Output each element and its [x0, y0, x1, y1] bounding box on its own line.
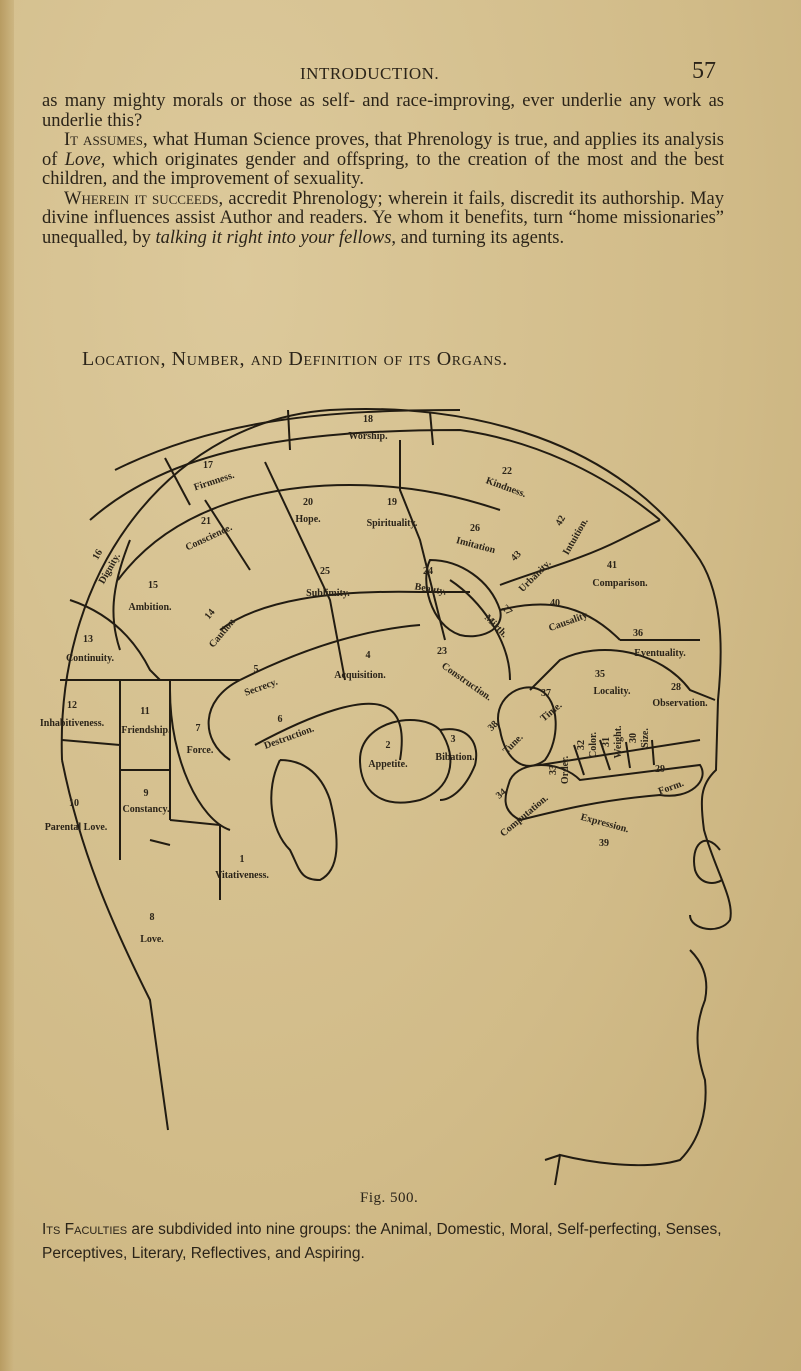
organ-name: Order.: [560, 755, 571, 784]
section-heading: Location, Number, and Definition of its …: [82, 348, 508, 370]
organ-number: 40: [550, 598, 560, 609]
organ-name: Eventuality.: [634, 648, 686, 659]
organ-number: 21: [201, 516, 211, 527]
organ-number: 4: [366, 650, 371, 661]
organ-number: 8: [150, 912, 155, 923]
organ-number: 9: [144, 788, 149, 799]
organ-name: Worship.: [348, 431, 388, 442]
organ-number: 37: [541, 688, 551, 699]
page-number: 57: [692, 58, 716, 84]
organ-name: Weight.: [613, 725, 624, 759]
organ-number: 28: [671, 682, 681, 693]
organ-number: 25: [320, 566, 330, 577]
organ-number: 42: [554, 514, 569, 528]
organ-name: Spirituality.: [367, 518, 418, 529]
organ-number: 39: [599, 838, 609, 849]
caption-paragraph: Its Faculties are subdivided into nine g…: [42, 1218, 724, 1266]
organ-number: 35: [595, 669, 605, 680]
organ-number: 16: [91, 548, 106, 562]
region-borders: [60, 409, 716, 900]
organ-name: Vitativeness.: [215, 870, 269, 881]
organ-name: Friendship.: [121, 725, 171, 736]
organ-name: Bibation.: [435, 752, 475, 763]
text: , and turning its agents.: [391, 227, 565, 248]
organ-name: Hope.: [295, 514, 321, 525]
organ-number: 30: [628, 733, 639, 743]
organ-name: Expression.: [579, 812, 630, 836]
organ-number: 36: [633, 628, 643, 639]
organ-number: 23: [437, 646, 447, 657]
organ-name: Sublimity.: [306, 588, 350, 599]
organ-number: 33: [548, 765, 559, 775]
organ-number: 26: [470, 523, 480, 534]
figure-caption: Fig. 500.: [360, 1190, 419, 1206]
organ-name: Love.: [140, 934, 164, 945]
organ-number: 10: [69, 798, 79, 809]
organ-number: 17: [203, 460, 213, 471]
organ-number: 29: [655, 764, 665, 775]
paragraph-3: Wherein it succeeds, accredit Phrenology…: [42, 188, 724, 249]
organ-number: 3: [451, 734, 456, 745]
organ-number: 6: [278, 714, 283, 725]
organ-name: Causality.: [547, 609, 591, 634]
lead-in: Its Faculties: [42, 1221, 128, 1238]
text: , which originates gender and offspring,…: [42, 149, 724, 189]
organ-number: 15: [148, 580, 158, 591]
emphasis: Love: [64, 149, 101, 170]
organ-number: 24: [423, 566, 433, 577]
organ-name: Color.: [588, 731, 599, 758]
paragraph-1: as many mighty morals or those as self- …: [42, 91, 724, 131]
organ-name: Acquisition.: [334, 670, 386, 681]
page-edge-shadow: [0, 0, 14, 1371]
organ-name: Locality.: [594, 686, 631, 697]
lead-in: Wherein it succeeds,: [64, 188, 224, 209]
organ-name: Parental Love.: [45, 822, 108, 833]
running-title: INTRODUCTION.: [300, 64, 440, 83]
head-outline: [60, 407, 732, 1186]
organ-name: Kindness.: [484, 475, 528, 500]
organ-name: Imitation: [455, 535, 497, 556]
organ-name: Constancy.: [123, 804, 170, 815]
organ-name: Ambition.: [128, 602, 172, 613]
organ-number: 5: [254, 664, 259, 675]
lead-in: It assumes,: [64, 130, 148, 150]
organ-number: 1: [240, 854, 245, 865]
text: what Human Science proves, that Phrenolo…: [42, 130, 724, 170]
organ-name: Construction.: [439, 661, 494, 704]
paragraph-2: It assumes, what Human Science proves, t…: [42, 130, 724, 190]
organ-name: Appetite.: [368, 759, 408, 770]
text: are subdivided into nine groups: the Ani…: [42, 1221, 722, 1262]
organ-name: Inhabitiveness.: [40, 718, 105, 729]
organ-name: Tune.: [501, 732, 526, 757]
organ-number: 18: [363, 414, 373, 425]
organ-number: 7: [196, 723, 201, 734]
organ-name: Continuity.: [66, 653, 115, 664]
organ-number: 13: [83, 634, 93, 645]
organ-name: Size.: [640, 728, 651, 748]
organ-number: 12: [67, 700, 77, 711]
organ-number: 11: [140, 706, 149, 717]
organ-number: 14: [203, 607, 218, 622]
organ-number: 19: [387, 497, 397, 508]
organ-name: Secrecy.: [243, 676, 280, 698]
body-text: as many mighty morals or those as self- …: [42, 91, 724, 249]
organ-number: 31: [601, 737, 612, 747]
organ-number: 41: [607, 560, 617, 571]
organ-number: 22: [502, 466, 512, 477]
text: accredit Phrenology; wherein it fails, d…: [42, 188, 724, 248]
emphasis: talking it right into your fellows: [155, 227, 392, 248]
organ-number: 20: [303, 497, 313, 508]
organ-number: 43: [509, 549, 524, 564]
organ-number: 2: [386, 740, 391, 751]
organ-name: Force.: [187, 745, 214, 756]
organ-name: Comparison.: [592, 578, 648, 589]
organ-number: 32: [576, 740, 587, 750]
organ-name: Firmness.: [193, 470, 237, 494]
organ-name: Beauty.: [414, 581, 448, 597]
organ-name: Observation.: [652, 698, 708, 709]
